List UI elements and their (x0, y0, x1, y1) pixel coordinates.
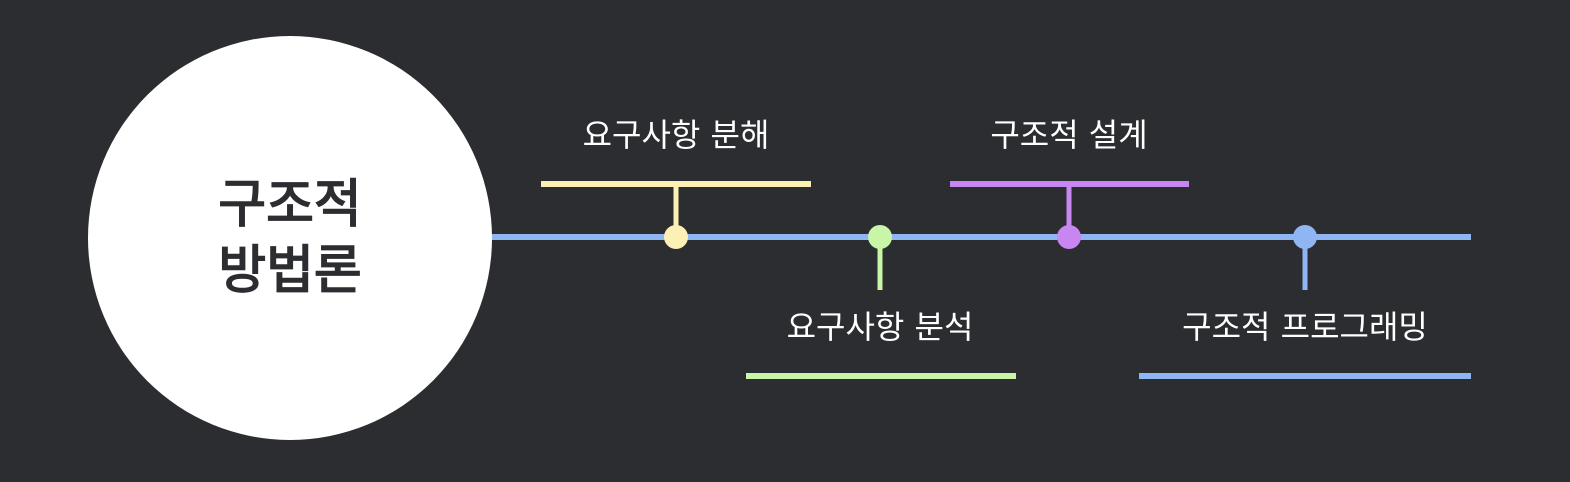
step-1-node (664, 225, 688, 249)
step-2-node (868, 225, 892, 249)
step-2-graphic (746, 225, 1016, 379)
step-2-label: 요구사항 분석 (786, 308, 974, 346)
step-3-label: 구조적 설계 (990, 116, 1148, 154)
step-4-node (1293, 225, 1317, 249)
title-circle: 구조적 방법론 (88, 36, 492, 440)
step-3-node (1057, 225, 1081, 249)
step-4-graphic (1139, 225, 1471, 379)
title-line-1: 구조적 (218, 175, 362, 235)
step-1-graphic (541, 181, 811, 249)
step-3-graphic (950, 181, 1189, 249)
step-1-label: 요구사항 분해 (582, 116, 770, 154)
title-line-2: 방법론 (218, 241, 362, 301)
step-4-label: 구조적 프로그래밍 (1182, 308, 1428, 346)
